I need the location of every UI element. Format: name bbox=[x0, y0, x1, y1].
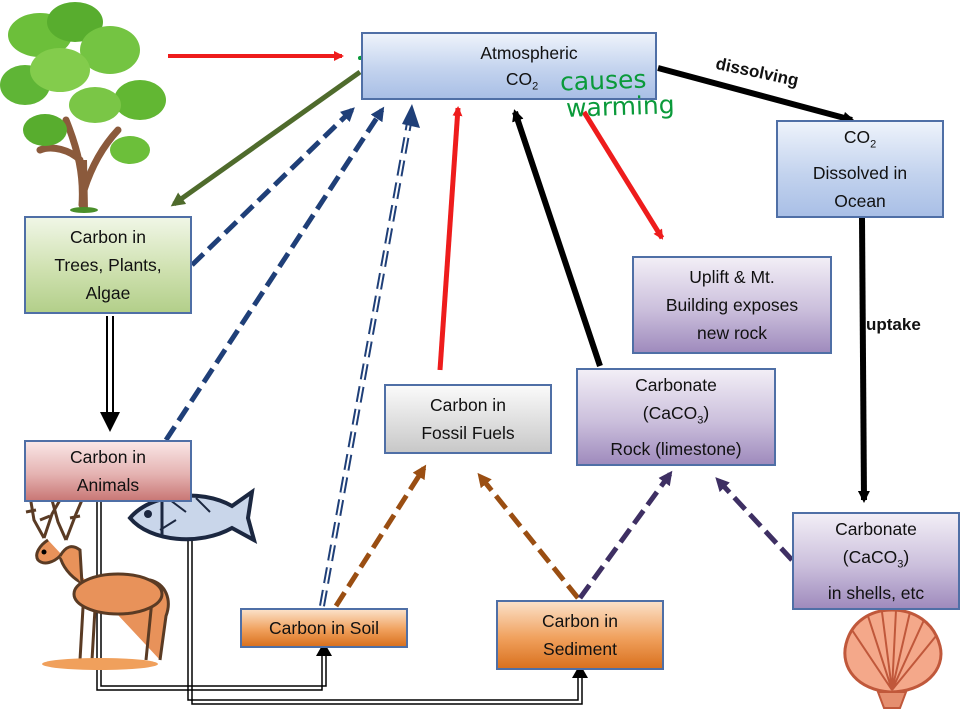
dashed-arrow-soil-to-atmosphere bbox=[319, 104, 420, 607]
sediment-line2: Sediment bbox=[543, 639, 617, 659]
node-carbon-in-trees: Carbon in Trees, Plants, Algae bbox=[24, 216, 192, 314]
trees-line1: Carbon in bbox=[70, 227, 146, 247]
dissolved-line3: Ocean bbox=[834, 190, 886, 211]
arrow-rock-to-atmosphere bbox=[512, 109, 603, 367]
dashed-arrow-trees-to-atmosphere bbox=[190, 107, 355, 267]
dashed-arrow-soil-to-fossil bbox=[333, 464, 427, 608]
rock-line2: (CaCO3) bbox=[642, 403, 710, 427]
animals-line2: Animals bbox=[76, 475, 140, 495]
arrow-atmosphere-to-trees bbox=[170, 69, 362, 207]
node-carbon-in-sediment: Carbon in Sediment bbox=[496, 600, 664, 670]
animals-line1: Carbon in bbox=[70, 447, 146, 467]
dashed-arrow-shells-to-rock bbox=[715, 477, 794, 562]
trees-line3: Algae bbox=[85, 283, 131, 303]
node-co2-dissolved-ocean: CO2 Dissolved in Ocean bbox=[776, 120, 944, 218]
uplift-line2: Building exposes bbox=[665, 295, 799, 315]
rock-line1: Carbonate bbox=[635, 375, 717, 396]
dashed-arrow-animals-to-atmosphere bbox=[163, 106, 385, 442]
arrow-fossil-to-atmosphere bbox=[437, 106, 463, 371]
uplift-line1: Uplift & Mt. bbox=[689, 267, 775, 287]
soil-line1: Carbon in Soil bbox=[269, 618, 379, 638]
fossil-line1: Carbon in bbox=[430, 395, 506, 415]
uplift-line3: new rock bbox=[696, 323, 768, 343]
atmospheric-label: Atmospheric bbox=[480, 43, 578, 63]
fossil-line2: Fossil Fuels bbox=[421, 423, 515, 443]
shells-line2: (CaCO3) bbox=[842, 547, 910, 571]
edge-label-uptake: uptake bbox=[866, 315, 921, 334]
dashed-arrow-sediment-to-rock bbox=[577, 470, 673, 600]
arrow-trees-to-animals bbox=[100, 316, 120, 432]
dissolved-line2: Dissolved in bbox=[812, 162, 908, 183]
tree-illustration bbox=[0, 2, 166, 213]
dashed-arrow-sediment-to-fossil bbox=[477, 472, 580, 600]
node-carbon-in-soil: Carbon in Soil bbox=[240, 608, 408, 648]
connector-fish-to-sediment bbox=[187, 540, 588, 705]
node-carbonate-shells: Carbonate (CaCO3) in shells, etc bbox=[792, 512, 960, 610]
node-carbon-in-fossil-fuels: Carbon in Fossil Fuels bbox=[384, 384, 552, 454]
node-atmospheric-co2: Atmospheric CO2 bbox=[361, 32, 657, 100]
node-uplift-mountain-building: Uplift & Mt. Building exposes new rock bbox=[632, 256, 832, 354]
node-carbonate-rock: Carbonate (CaCO3) Rock (limestone) bbox=[576, 368, 776, 466]
shells-line1: Carbonate bbox=[835, 519, 917, 540]
rock-line3: Rock (limestone) bbox=[610, 438, 742, 459]
deer-illustration bbox=[25, 495, 170, 670]
arrow-atmosphere-to-uplift bbox=[581, 110, 665, 240]
node-carbon-in-animals: Carbon in Animals bbox=[24, 440, 192, 502]
arrow-atmosphere-to-ocean bbox=[657, 65, 855, 124]
dissolved-co2-label: CO2 bbox=[843, 127, 877, 151]
arrow-ocean-to-shells bbox=[857, 217, 870, 503]
shell-illustration bbox=[843, 608, 943, 709]
atmospheric-co2-label: CO2 bbox=[505, 69, 539, 93]
sediment-line1: Carbon in bbox=[542, 611, 618, 631]
annotation-warming: warming bbox=[565, 90, 676, 123]
fish-illustration bbox=[127, 487, 258, 545]
trees-line2: Trees, Plants, bbox=[54, 255, 162, 275]
shells-line3: in shells, etc bbox=[827, 582, 925, 603]
